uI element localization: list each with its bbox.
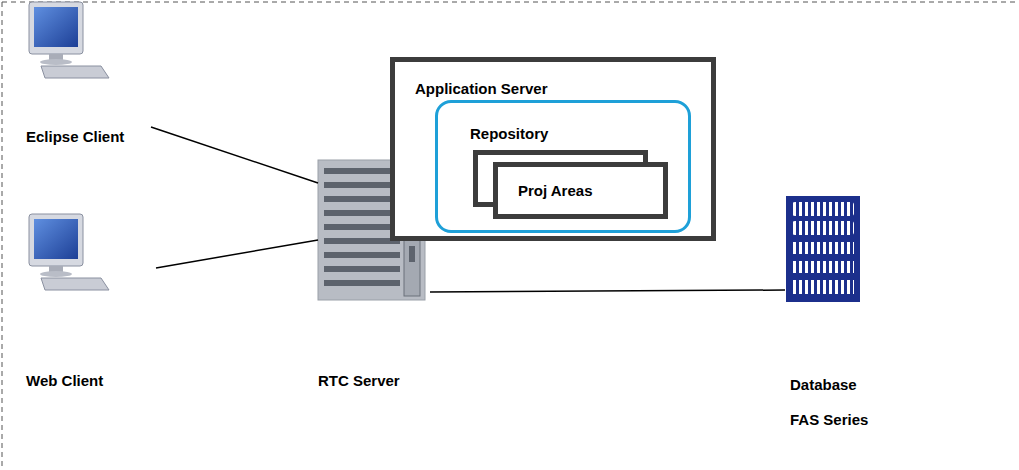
stacked-box: Proj Areas — [493, 162, 668, 219]
container-box: RepositoryProj Areas — [435, 100, 691, 233]
connector-line — [156, 240, 318, 268]
computer-icon — [29, 2, 109, 78]
node-label: Application Server — [415, 80, 548, 98]
icon-node: DatabaseFAS Series — [785, 192, 905, 435]
node-label: RTC Server — [318, 372, 400, 390]
node-label: FAS Series — [790, 411, 868, 429]
container-box: Application ServerRepositoryProj Areas — [390, 57, 716, 241]
node-label: Proj Areas — [518, 182, 592, 200]
boundary-dash — [2, 2, 3, 470]
icon-node: Web Client — [26, 212, 156, 396]
boundary-dash — [2, 2, 1017, 3]
node-label: Repository — [470, 125, 548, 143]
computer-icon — [29, 214, 109, 290]
icon-node: Eclipse Client — [26, 0, 151, 152]
node-label: Eclipse Client — [26, 128, 124, 146]
node-label: Web Client — [26, 372, 103, 390]
node-label: Database — [790, 376, 857, 394]
connector-line — [151, 127, 318, 183]
storage-icon — [786, 196, 860, 302]
connector-line — [430, 290, 785, 292]
